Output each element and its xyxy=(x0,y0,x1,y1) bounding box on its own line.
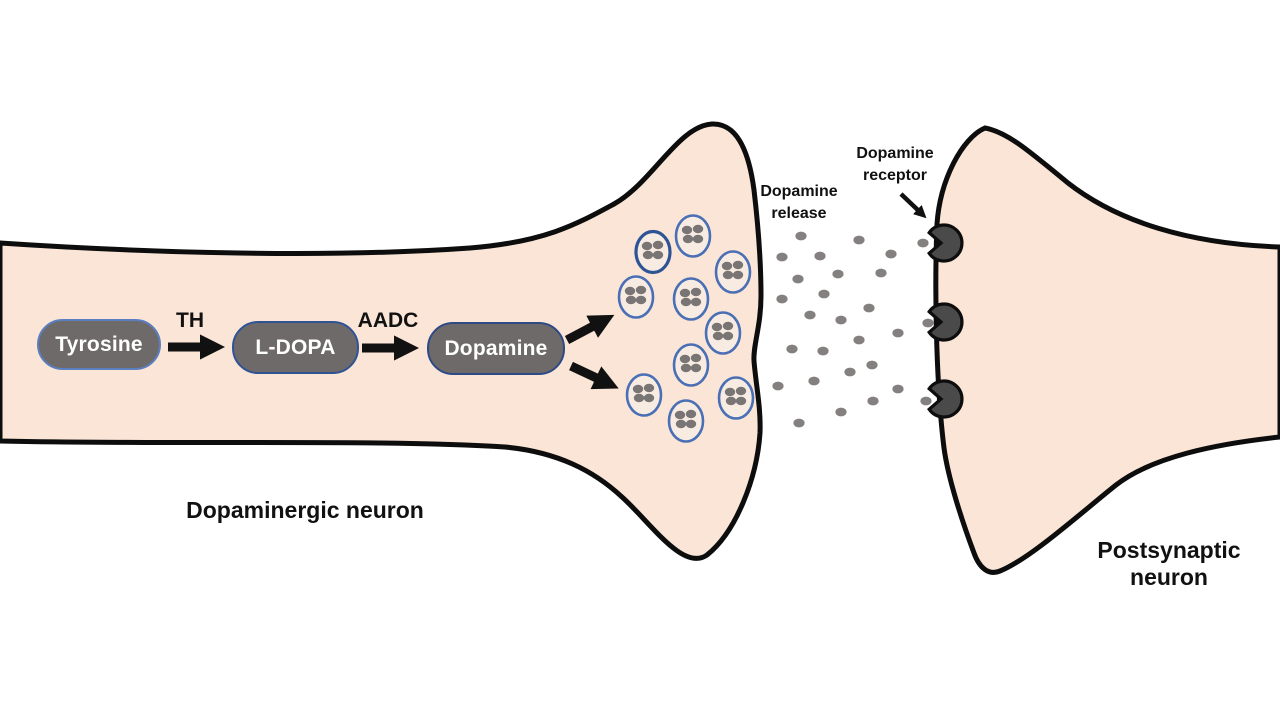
dopamine-receptor-label: Dopamine receptor xyxy=(856,145,934,184)
vesicle-group xyxy=(617,214,755,443)
dopamine-receptor xyxy=(927,302,964,342)
vesicle xyxy=(672,277,710,321)
dopamine-molecule xyxy=(792,274,804,284)
vesicle xyxy=(625,373,663,417)
dopamine-label: Dopamine xyxy=(444,336,548,360)
vesicle xyxy=(672,343,710,387)
presynaptic-neuron-shape xyxy=(0,121,764,561)
aadc-enzyme-label: AADC xyxy=(357,309,419,332)
postsynaptic-neuron-shape xyxy=(933,125,1280,575)
dopamine-molecule xyxy=(776,294,788,304)
dopamine-molecule xyxy=(772,381,784,391)
vesicle xyxy=(704,311,742,355)
dopamine-molecule xyxy=(892,328,904,338)
dopamine-molecule xyxy=(835,315,847,325)
dopamine-molecule xyxy=(817,346,829,356)
vesicle xyxy=(674,214,712,258)
dopamine-molecules-group xyxy=(772,231,934,428)
postsynaptic-neuron-label: Postsynaptic neuron xyxy=(1097,537,1241,590)
dopamine-molecule xyxy=(793,418,805,428)
dopamine-molecule xyxy=(920,396,932,406)
vesicle xyxy=(634,229,672,275)
dopamine-node: Dopamine xyxy=(427,322,565,375)
dopamine-molecule xyxy=(804,310,816,320)
dopamine-receptor-group xyxy=(927,223,964,419)
dopamine-molecule xyxy=(814,251,826,261)
vesicle xyxy=(714,250,752,294)
tyrosine-node: Tyrosine xyxy=(37,319,161,370)
tyrosine-label: Tyrosine xyxy=(55,332,143,356)
dopamine-molecule xyxy=(786,344,798,354)
dopamine-molecule xyxy=(835,407,847,417)
vesicle xyxy=(617,275,655,319)
dopamine-molecule xyxy=(867,396,879,406)
ldopa-node: L-DOPA xyxy=(232,321,359,374)
dopaminergic-neuron-label: Dopaminergic neuron xyxy=(186,497,424,523)
dopamine-release-label: Dopamine release xyxy=(760,183,838,222)
dopamine-molecule xyxy=(853,235,865,245)
dopamine-receptor xyxy=(927,379,964,419)
dopamine-molecule xyxy=(832,269,844,279)
pathway-arrows xyxy=(168,314,619,390)
dopamine-molecule xyxy=(875,268,887,278)
dopamine-molecule xyxy=(818,289,830,299)
th-enzyme-label: TH xyxy=(176,309,204,332)
arrow-dopamine-to-vesicles-lower xyxy=(569,361,619,390)
dopamine-molecule xyxy=(892,384,904,394)
dopamine-molecule xyxy=(917,238,929,248)
dopamine-molecule xyxy=(776,252,788,262)
dopamine-molecule xyxy=(795,231,807,241)
dopamine-receptor xyxy=(927,223,964,263)
arrow-dopamine-to-vesicles-upper xyxy=(564,314,615,344)
vesicle xyxy=(717,376,755,420)
dopamine-molecule xyxy=(853,335,865,345)
receptor-pointer-arrow xyxy=(899,192,927,219)
dopamine-molecule xyxy=(922,318,934,328)
dopamine-molecule xyxy=(844,367,856,377)
dopamine-molecule xyxy=(808,376,820,386)
dopamine-molecule xyxy=(885,249,897,259)
dopamine-molecule xyxy=(866,360,878,370)
dopamine-molecule xyxy=(863,303,875,313)
vesicle xyxy=(667,399,705,443)
ldopa-label: L-DOPA xyxy=(255,335,336,359)
